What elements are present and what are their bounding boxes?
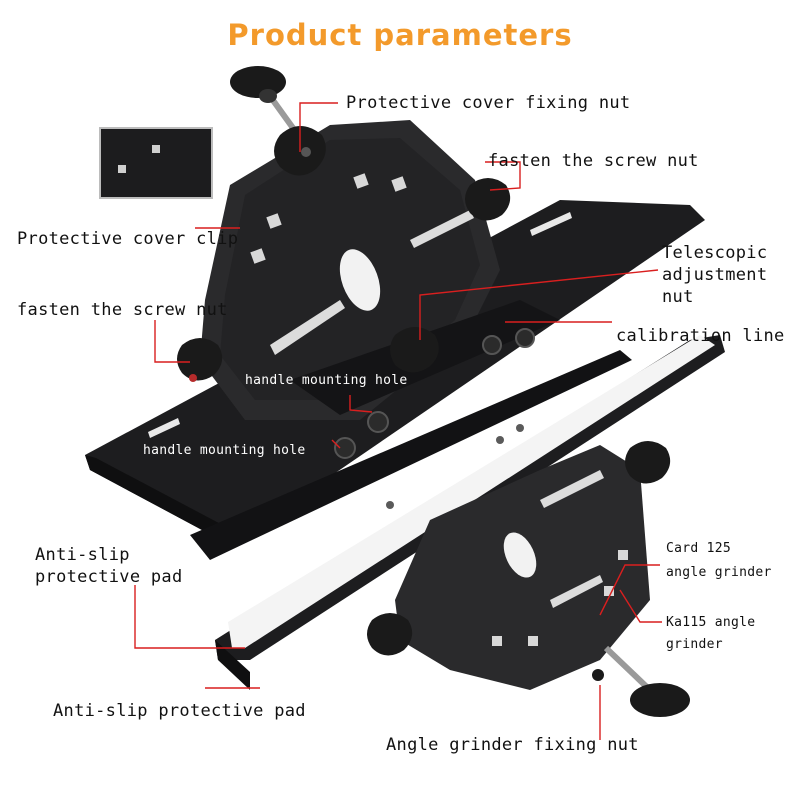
upper-square-hole bbox=[250, 248, 266, 264]
upper-rail-slot-left bbox=[148, 418, 180, 438]
handle-mount-knob bbox=[515, 328, 535, 348]
leader-telescopic bbox=[419, 269, 659, 340]
lower-knob-left bbox=[367, 613, 413, 656]
label-handle-mounting-hole-1: handle mounting hole bbox=[245, 373, 408, 388]
label-calibration-line: calibration line bbox=[616, 326, 785, 346]
label-card125-2: angle grinder bbox=[666, 565, 772, 580]
protective-cover-clip-inset bbox=[99, 127, 213, 199]
label-anti-slip-2: protective pad bbox=[35, 567, 183, 587]
upper-telescopic-nut bbox=[390, 327, 439, 373]
label-telescopic-2: adjustment bbox=[662, 265, 768, 285]
upper-star-knob-top bbox=[230, 66, 286, 98]
leader-fasten-nut-left bbox=[154, 320, 190, 363]
lower-square-hole bbox=[528, 636, 538, 646]
handle-mount-knob bbox=[334, 437, 356, 459]
lower-bar-top bbox=[190, 350, 632, 560]
label-telescopic-1: Telescopic bbox=[662, 243, 768, 263]
lower-star-knob bbox=[630, 683, 690, 717]
upper-guard-slit-1 bbox=[270, 300, 345, 355]
lower-guard-center-hole bbox=[503, 532, 537, 578]
label-fasten-screw-nut-left: fasten the screw nut bbox=[17, 300, 228, 320]
leader-fasten-nut-right bbox=[485, 161, 521, 191]
label-handle-mounting-hole-2: handle mounting hole bbox=[143, 443, 306, 458]
label-protective-cover-fixing-nut: Protective cover fixing nut bbox=[346, 93, 631, 113]
leader-ka115 bbox=[619, 589, 662, 623]
upper-fasten-nut-right bbox=[465, 178, 511, 221]
lower-square-hole bbox=[604, 586, 614, 596]
label-angle-grinder-fixing-nut: Angle grinder fixing nut bbox=[386, 735, 639, 755]
label-fasten-screw-nut-right: fasten the screw nut bbox=[488, 151, 699, 171]
label-anti-slip-1: Anti-slip bbox=[35, 545, 130, 565]
upper-square-hole bbox=[266, 213, 282, 229]
upper-square-hole bbox=[391, 176, 407, 192]
lower-guard-slit-2 bbox=[550, 575, 603, 608]
upper-guard-slit-2 bbox=[410, 210, 474, 248]
page-title: Product parameters bbox=[227, 18, 573, 52]
upper-rail-edge bbox=[85, 455, 232, 545]
lower-bar-underside bbox=[215, 640, 250, 690]
lower-pad bbox=[228, 335, 715, 648]
leader-handle-hole-2 bbox=[331, 439, 341, 449]
label-card125-1: Card 125 bbox=[666, 541, 732, 556]
lower-square-hole bbox=[618, 550, 628, 560]
handle-mount-knob bbox=[367, 411, 389, 433]
label-ka115-2: grinder bbox=[666, 637, 723, 652]
leader-handle-hole-1 bbox=[349, 395, 373, 413]
label-protective-cover-clip: Protective cover clip bbox=[17, 229, 239, 249]
upper-guard-center-hole bbox=[339, 249, 381, 311]
leader-card125 bbox=[599, 564, 660, 616]
label-anti-slip-bottom: Anti-slip protective pad bbox=[53, 701, 306, 721]
lower-guard-slit-1 bbox=[540, 470, 604, 508]
upper-fasten-nut-left bbox=[177, 338, 223, 381]
upper-star-knob-top-hub bbox=[259, 89, 277, 103]
upper-square-hole bbox=[353, 173, 369, 189]
leader-lines bbox=[134, 102, 662, 740]
leader-cover-fixing-nut bbox=[299, 102, 338, 152]
label-telescopic-3: nut bbox=[662, 287, 694, 307]
leader-anti-slip-top bbox=[134, 585, 245, 649]
lower-square-hole bbox=[492, 636, 502, 646]
handle-mount-knob bbox=[482, 335, 502, 355]
label-ka115-1: Ka115 angle bbox=[666, 615, 756, 630]
upper-rail-slot-right bbox=[530, 212, 572, 236]
lower-knob-top bbox=[625, 441, 671, 484]
lower-threaded-rod bbox=[603, 645, 653, 693]
